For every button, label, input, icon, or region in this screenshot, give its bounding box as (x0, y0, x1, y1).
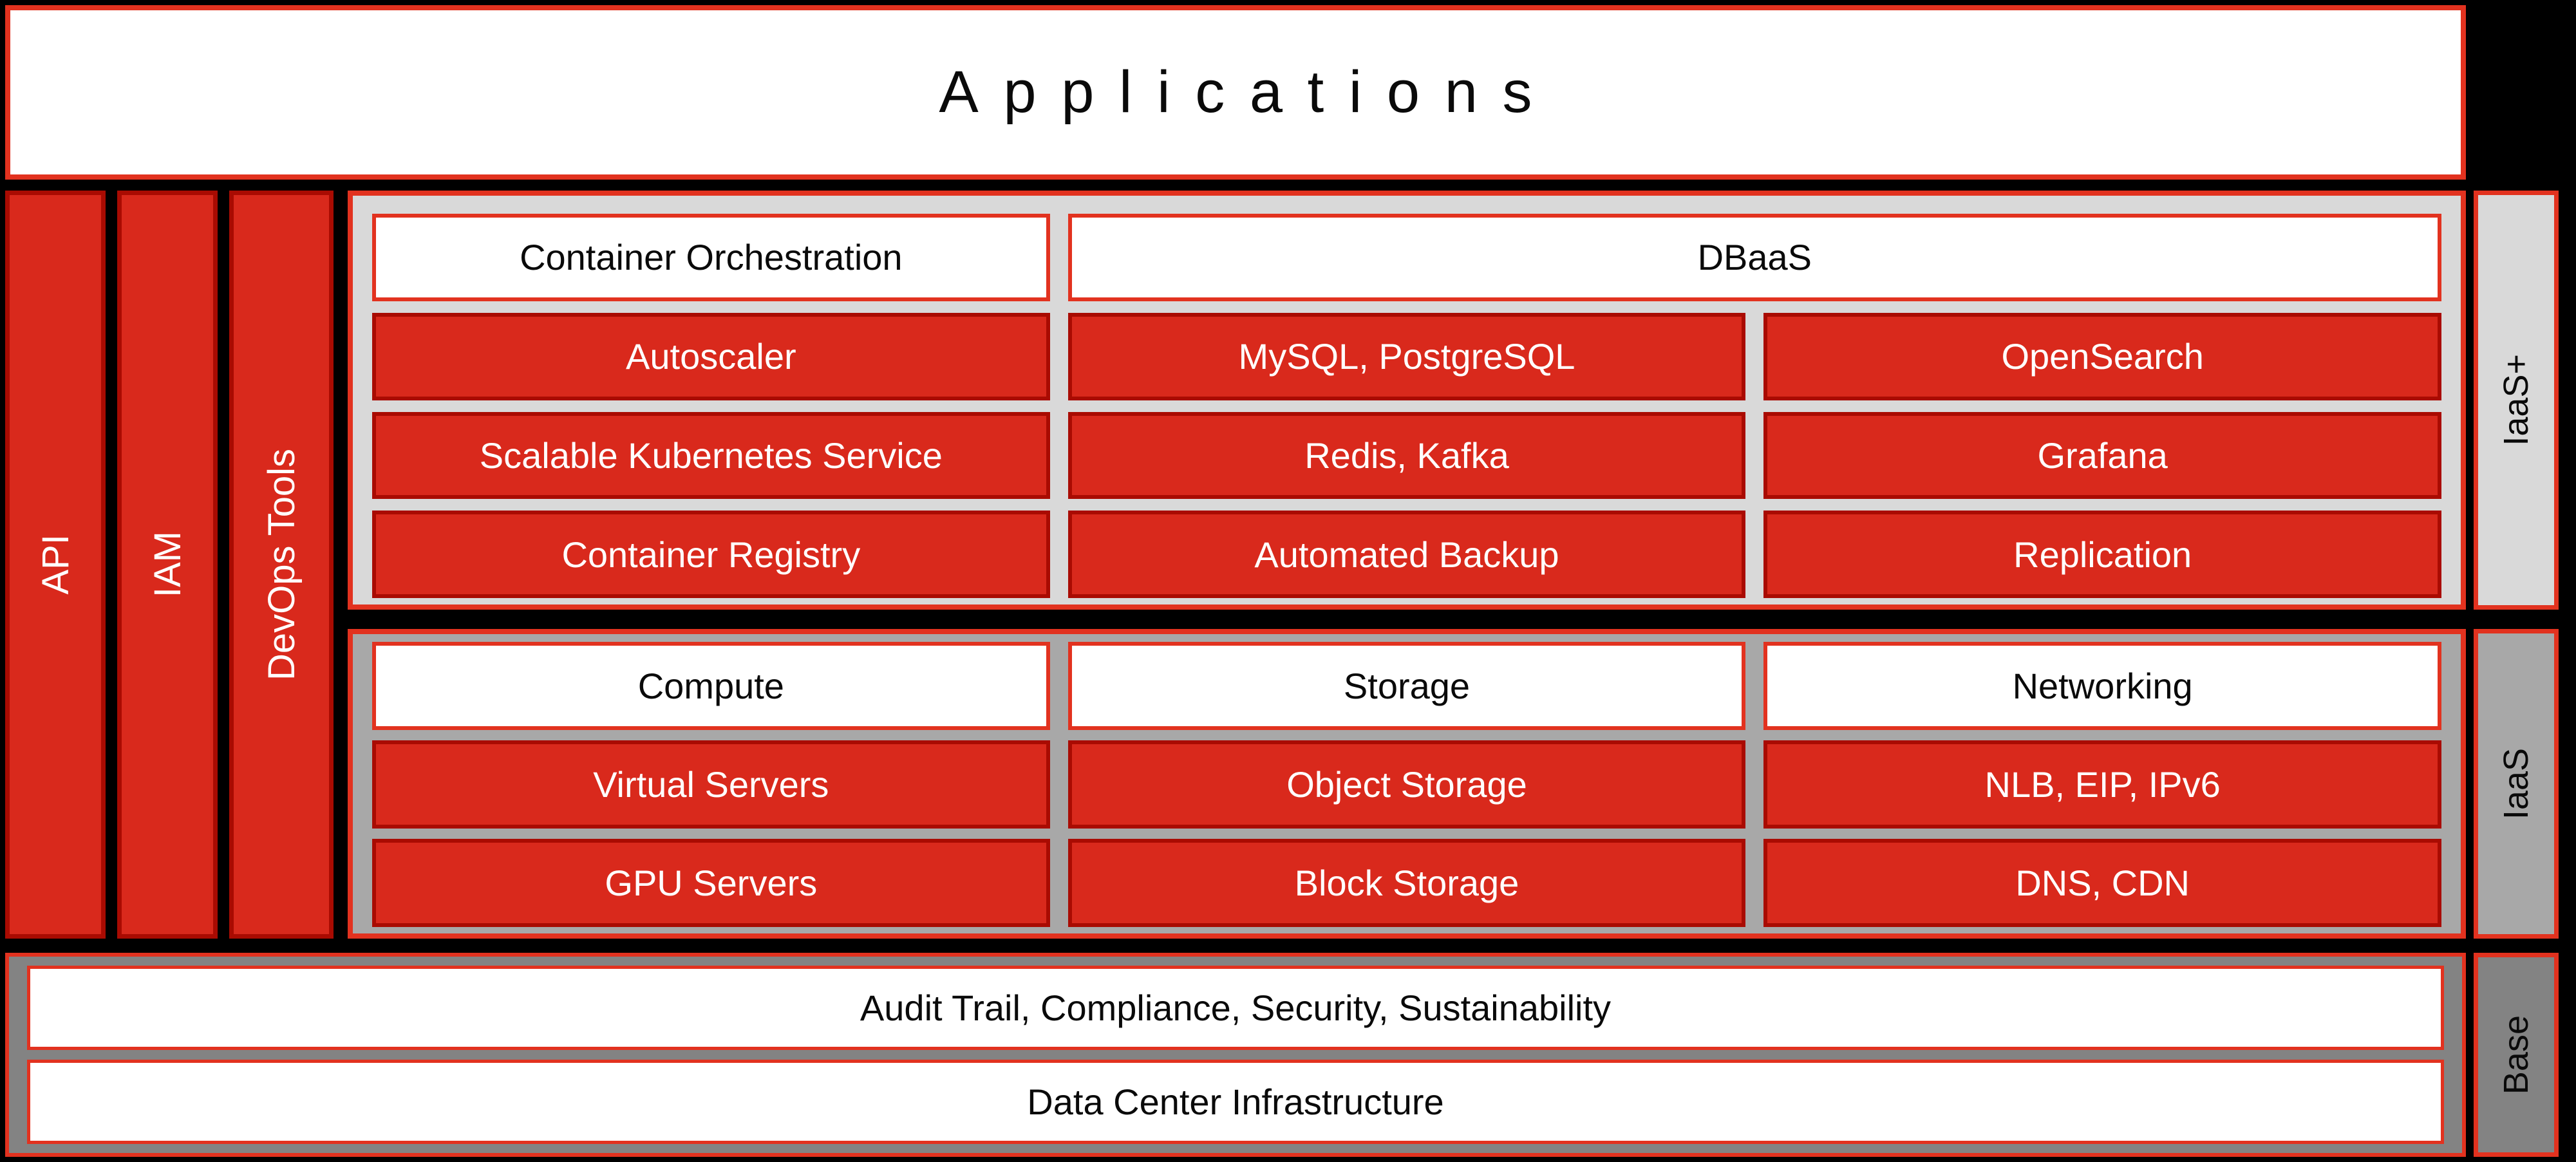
dns-cdn-box: DNS, CDN (1763, 839, 2441, 927)
networking-label: Networking (2012, 666, 2193, 706)
iaasplus-tier-text: IaaS+ (2497, 354, 2535, 446)
nlb-eip-ipv6-box: NLB, EIP, IPv6 (1763, 740, 2441, 829)
automated-backup-box: Automated Backup (1067, 511, 1746, 598)
grafana-label: Grafana (2037, 435, 2168, 476)
compute-label: Compute (637, 666, 784, 706)
applications-label: Applications (939, 59, 1557, 125)
container-orchestration-label: Container Orchestration (520, 237, 903, 278)
scalable-kubernetes-service-label: Scalable Kubernetes Service (479, 435, 943, 476)
devops-tools-bar: DevOps Tools (229, 191, 334, 939)
mysql-postgresql-box: MySQL, PostgreSQL (1067, 312, 1746, 400)
base-panel: Audit Trail, Compliance, Security, Susta… (5, 953, 2466, 1157)
applications-layer: Applications (5, 5, 2466, 180)
iaas-panel: Compute Storage Networking Virtual Serve… (348, 629, 2466, 939)
virtual-servers-label: Virtual Servers (593, 764, 829, 805)
mysql-postgresql-label: MySQL, PostgreSQL (1238, 336, 1575, 377)
opensearch-label: OpenSearch (2001, 336, 2204, 377)
block-storage-label: Block Storage (1294, 863, 1519, 903)
automated-backup-label: Automated Backup (1254, 534, 1559, 575)
iaasplus-panel: Container Orchestration DBaaS Autoscaler… (348, 191, 2466, 610)
replication-box: Replication (1763, 511, 2441, 598)
iam-bar: IAM (117, 191, 218, 939)
tier-label-base: Base (2474, 953, 2559, 1157)
redis-kafka-label: Redis, Kafka (1304, 435, 1509, 476)
iam-bar-label: IAM (146, 531, 189, 598)
object-storage-box: Object Storage (1067, 740, 1746, 829)
nlb-eip-ipv6-label: NLB, EIP, IPv6 (1984, 764, 2221, 805)
autoscaler-box: Autoscaler (372, 312, 1050, 400)
base-tier-text: Base (2497, 1015, 2535, 1095)
storage-label: Storage (1343, 666, 1471, 706)
gpu-servers-box: GPU Servers (372, 839, 1050, 927)
tier-label-iaasplus: IaaS+ (2474, 191, 2559, 610)
autoscaler-label: Autoscaler (626, 336, 796, 377)
replication-label: Replication (2013, 534, 2192, 575)
block-storage-box: Block Storage (1067, 839, 1746, 927)
storage-header: Storage (1067, 642, 1746, 730)
dbaas-header: DBaaS (1067, 214, 2441, 301)
iaas-tier-text: IaaS (2497, 747, 2535, 820)
devops-tools-bar-label: DevOps Tools (260, 449, 303, 680)
audit-compliance-label: Audit Trail, Compliance, Security, Susta… (860, 988, 1612, 1028)
opensearch-box: OpenSearch (1763, 312, 2441, 400)
api-bar: API (5, 191, 106, 939)
gpu-servers-label: GPU Servers (605, 863, 818, 903)
networking-header: Networking (1763, 642, 2441, 730)
dns-cdn-label: DNS, CDN (2015, 863, 2190, 903)
data-center-infrastructure-label: Data Center Infrastructure (1027, 1082, 1444, 1122)
object-storage-label: Object Storage (1286, 764, 1527, 805)
tier-label-iaas: IaaS (2474, 629, 2559, 939)
dbaas-label: DBaaS (1697, 237, 1812, 278)
api-bar-label: API (34, 534, 77, 595)
grafana-box: Grafana (1763, 411, 2441, 500)
container-registry-label: Container Registry (561, 534, 861, 575)
audit-compliance-box: Audit Trail, Compliance, Security, Susta… (27, 966, 2444, 1050)
virtual-servers-box: Virtual Servers (372, 740, 1050, 829)
redis-kafka-box: Redis, Kafka (1067, 411, 1746, 500)
container-orchestration-header: Container Orchestration (372, 214, 1050, 301)
data-center-infrastructure-box: Data Center Infrastructure (27, 1060, 2444, 1144)
container-registry-box: Container Registry (372, 511, 1050, 598)
compute-header: Compute (372, 642, 1050, 730)
scalable-kubernetes-service-box: Scalable Kubernetes Service (372, 411, 1050, 500)
